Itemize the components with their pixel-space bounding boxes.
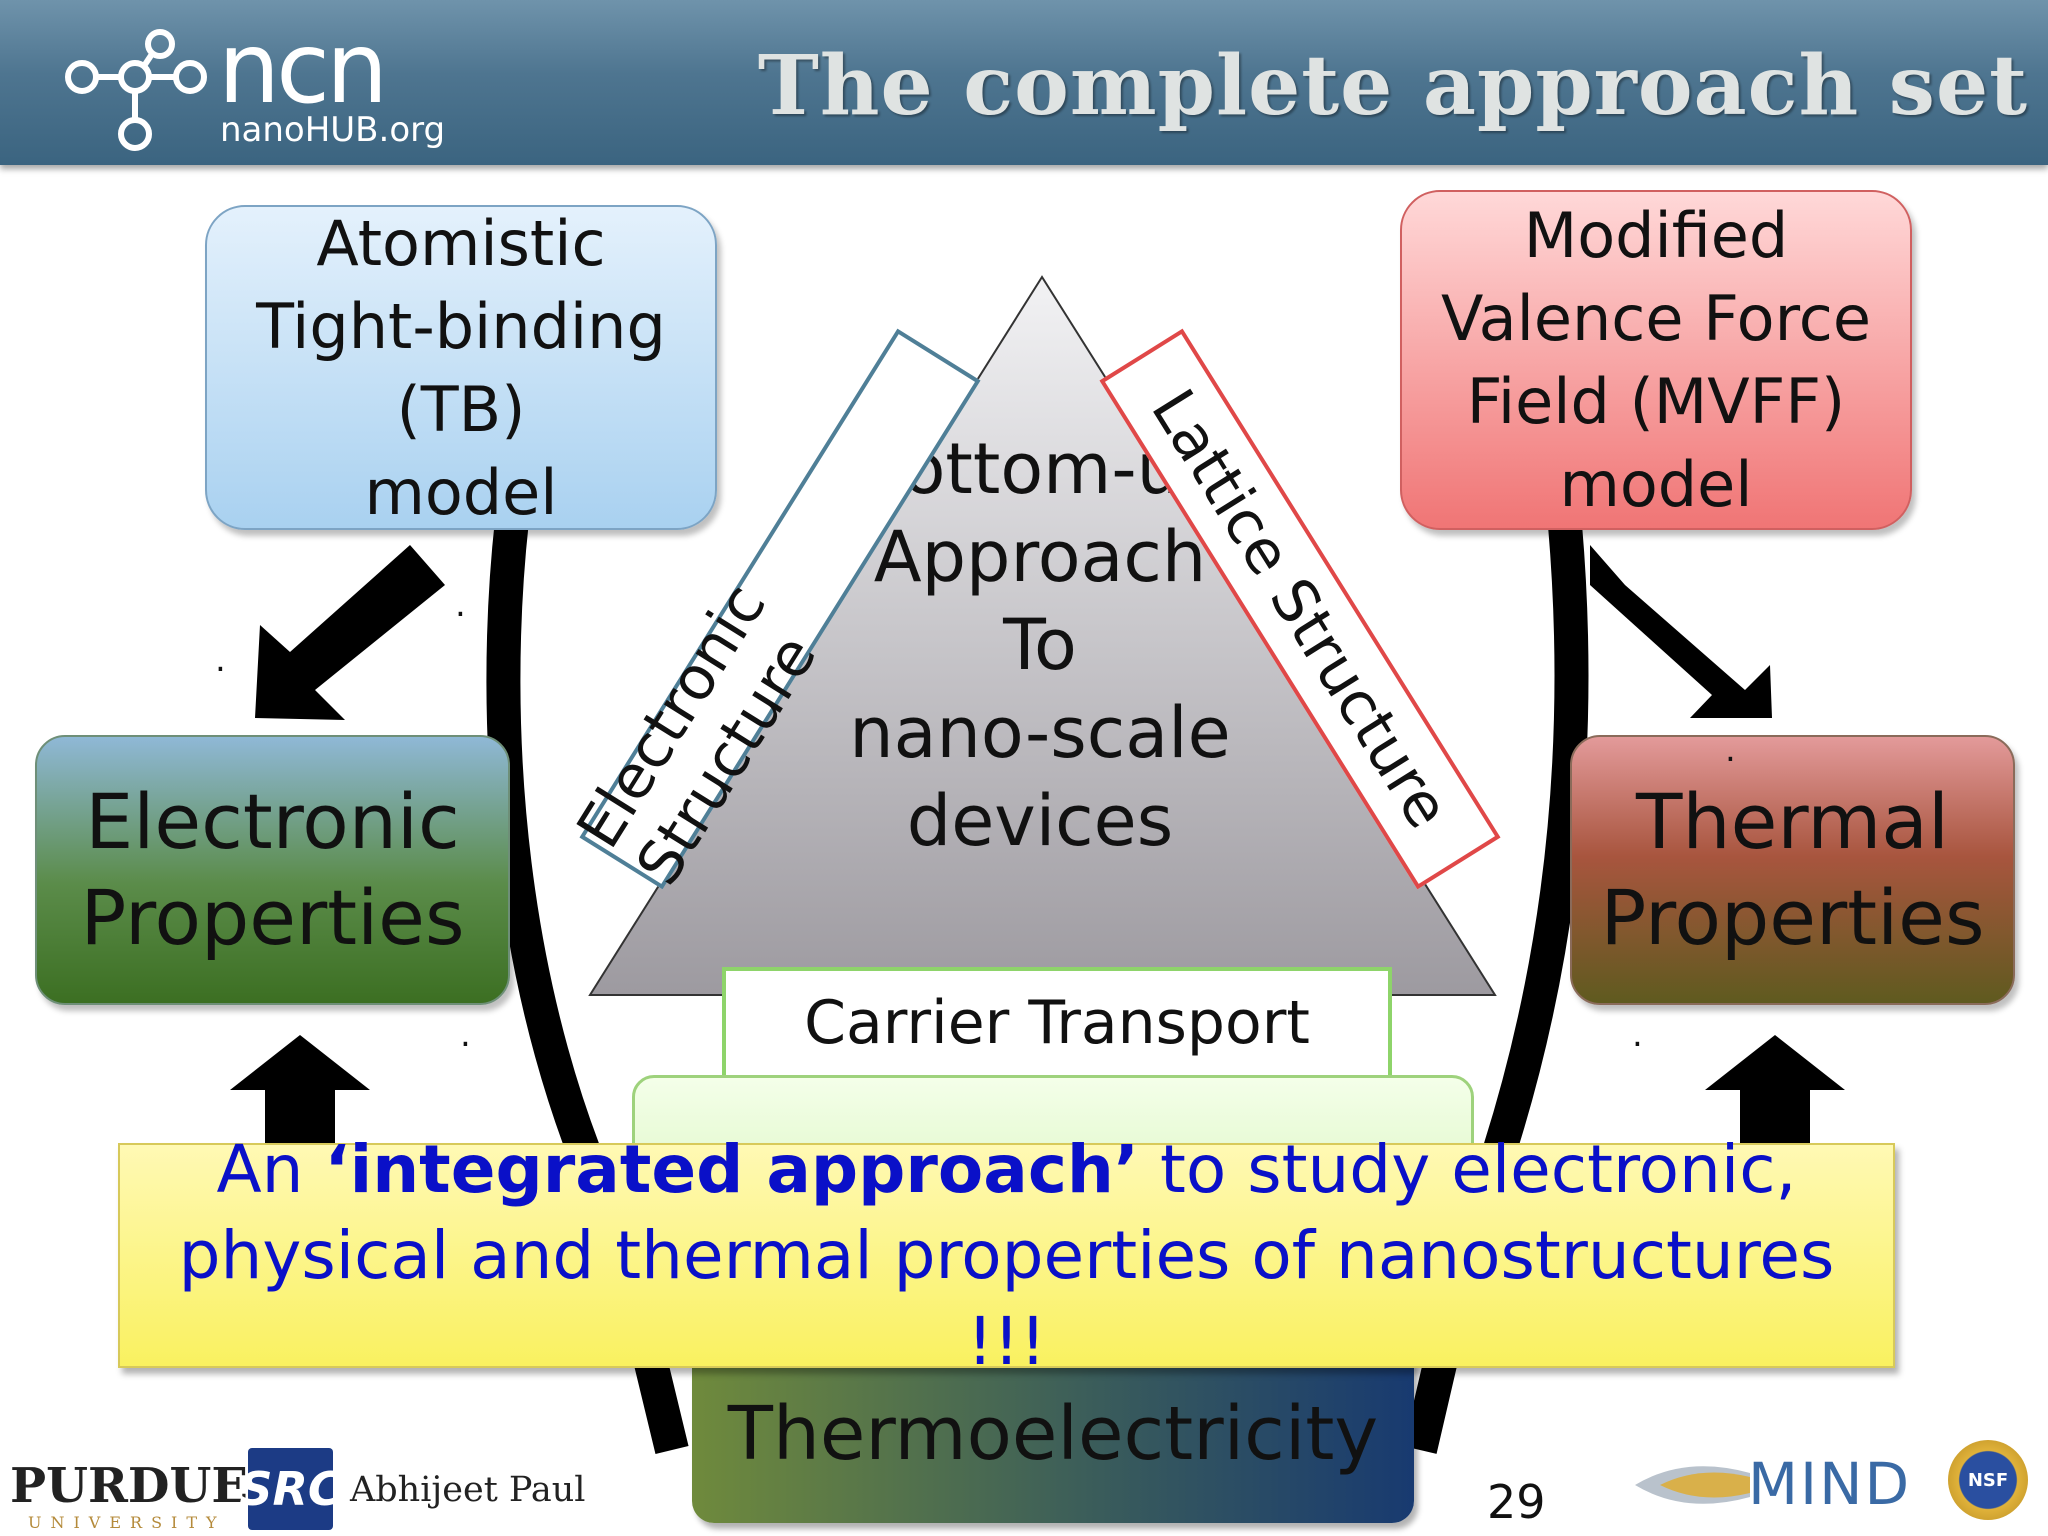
mind-swoosh-icon (1635, 1466, 1750, 1504)
arrow-up-right (1705, 1035, 1845, 1150)
nanohub-label: nanoHUB.org (220, 110, 446, 150)
decorative-dot: . (1725, 730, 1736, 770)
slide-title: The complete approach set (757, 38, 2028, 134)
tb-model-box: Atomistic Tight-binding (TB) model (205, 205, 717, 530)
mind-logo: MIND (1748, 1450, 1912, 1518)
decorative-dot: . (455, 585, 466, 625)
mvff-model-text: Modified Valence Force Field (MVFF) mode… (1441, 199, 1871, 521)
arrow-mvff-to-thermal (1590, 545, 1772, 718)
thermal-properties-box: Thermal Properties (1570, 735, 2015, 1005)
tb-model-text: Atomistic Tight-binding (TB) model (256, 206, 666, 529)
ncn-molecule-icon (65, 29, 207, 151)
integrated-approach-callout: An ‘integrated approach’ to study electr… (118, 1131, 1895, 1380)
electronic-properties-text: Electronic Properties (80, 777, 465, 962)
header-bar (0, 0, 2048, 165)
purdue-logo: PURDUE (10, 1458, 248, 1514)
callout-suffix: to study electronic, physical and therma… (178, 1130, 1835, 1380)
electronic-properties-box: Electronic Properties (35, 735, 510, 1005)
carrier-transport-text: Carrier Transport (804, 988, 1310, 1058)
decorative-dot: . (215, 640, 226, 680)
carrier-transport-box: Carrier Transport (722, 967, 1392, 1079)
thermoelectricity-box: Thermoelectricity (692, 1345, 1414, 1523)
thermoelectricity-text: Thermoelectricity (727, 1391, 1379, 1477)
nsf-logo: NSF (1948, 1440, 2028, 1520)
mvff-model-box: Modified Valence Force Field (MVFF) mode… (1400, 190, 1912, 530)
src-logo: SRC (239, 1448, 342, 1530)
callout-prefix: An (216, 1130, 325, 1208)
decorative-dot: . (460, 1015, 471, 1055)
thermal-properties-text: Thermal Properties (1600, 777, 1985, 962)
arrow-up-left (230, 1035, 370, 1150)
decorative-dot: . (1632, 1015, 1643, 1055)
arrow-tb-to-electronic (255, 545, 445, 720)
author-name: Abhijeet Paul (350, 1470, 586, 1510)
callout-emphasis: ‘integrated approach’ (324, 1130, 1140, 1208)
purdue-university-label: UNIVERSITY (28, 1513, 226, 1532)
ncn-wordmark: ncn (218, 12, 388, 126)
page-number: 29 (1487, 1475, 1546, 1529)
